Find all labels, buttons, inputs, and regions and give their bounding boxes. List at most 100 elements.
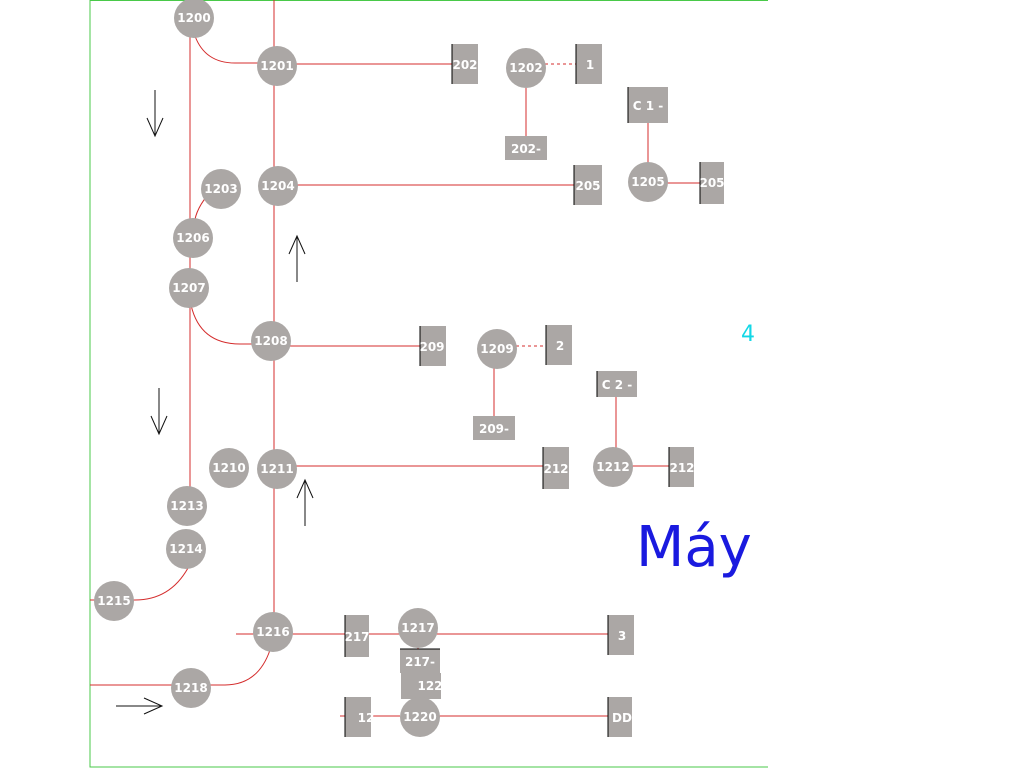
circle-node[interactable]: 1203 [201, 169, 241, 209]
node-label: 1208 [254, 334, 287, 348]
box-label: C 2 - [602, 378, 633, 392]
wire-1214-1215 [112, 567, 189, 601]
circle-node[interactable]: 1210 [209, 448, 249, 488]
node-label: 1212 [596, 460, 629, 474]
node-label: 1211 [260, 462, 293, 476]
circle-node[interactable]: 1209 [477, 329, 517, 369]
box-node[interactable]: 212 [542, 447, 569, 489]
box-node[interactable]: DD [607, 697, 632, 737]
circle-node[interactable]: 1201 [257, 46, 297, 86]
node-label: 1210 [212, 461, 245, 475]
node-circle-shape [257, 449, 297, 489]
node-circle-shape [398, 608, 438, 648]
circle-node[interactable]: 1208 [251, 321, 291, 361]
box-node[interactable]: 3 [607, 615, 634, 655]
box-node[interactable]: 12 [344, 697, 374, 737]
box-label: 3 [618, 629, 626, 643]
box-node[interactable]: 205 [699, 162, 725, 204]
box-label: 209- [479, 422, 509, 436]
node-circle-shape [173, 218, 213, 258]
node-label: 1204 [261, 179, 294, 193]
arrow-down-icon [150, 388, 168, 436]
box-node[interactable]: C 1 - [627, 87, 668, 123]
box-node[interactable]: 212 [668, 447, 695, 487]
box-label: 122 [417, 679, 442, 693]
node-circle-shape [201, 169, 241, 209]
node-label: 1218 [174, 681, 207, 695]
node-circle-shape [209, 448, 249, 488]
node-label: 1220 [403, 710, 436, 724]
box-node[interactable]: 1 [575, 44, 602, 84]
circle-node[interactable]: 1200 [174, 0, 214, 38]
diagram-title: Máy [636, 515, 752, 580]
circle-node[interactable]: 1202 [506, 48, 546, 88]
arrow-right-icon [116, 697, 164, 715]
node-circle-shape [628, 162, 668, 202]
wire-1207-1208 [190, 304, 272, 345]
node-circle-shape [94, 581, 134, 621]
box-node[interactable]: 2 [545, 325, 572, 365]
box-node[interactable]: C 2 - [596, 371, 637, 397]
box-node[interactable]: 209- [473, 416, 515, 440]
node-label: 1207 [172, 281, 205, 295]
node-circle-shape [593, 447, 633, 487]
flow-arrows [116, 90, 314, 715]
wires [90, 0, 700, 717]
node-circle-shape [253, 612, 293, 652]
circle-node[interactable]: 1213 [167, 486, 207, 526]
box-node[interactable]: 202 [451, 44, 478, 84]
box-node[interactable]: 209 [419, 326, 446, 366]
circle-node[interactable]: 1217 [398, 608, 438, 648]
box-label: DD [612, 711, 632, 725]
node-circle-shape [171, 668, 211, 708]
box-label: 202- [511, 142, 541, 156]
node-label: 1215 [97, 594, 130, 608]
box-node[interactable]: 122 [401, 673, 443, 699]
arrow-up-icon [296, 478, 314, 526]
circle-node[interactable]: 1214 [166, 529, 206, 569]
circle-node[interactable]: 1204 [258, 166, 298, 206]
box-node[interactable]: 202- [505, 136, 547, 160]
circle-node[interactable]: 1207 [169, 268, 209, 308]
box-node[interactable]: 217- [400, 648, 440, 673]
arrow-down-icon [146, 90, 164, 138]
circle-node[interactable]: 1218 [171, 668, 211, 708]
box-label: 212 [669, 461, 694, 475]
node-label: 1213 [170, 499, 203, 513]
circle-node[interactable]: 1212 [593, 447, 633, 487]
box-label: 217- [405, 655, 435, 669]
wire-1200-1201 [194, 35, 277, 64]
wire-1216-1218 [210, 649, 271, 686]
circle-node[interactable]: 1216 [253, 612, 293, 652]
node-circle-shape [166, 529, 206, 569]
arrow-up-icon [288, 234, 306, 282]
circle-node[interactable]: 1220 [400, 697, 440, 737]
node-label: 1203 [204, 182, 237, 196]
node-label: 1205 [631, 175, 664, 189]
node-circle-shape [258, 166, 298, 206]
node-label: 1209 [480, 342, 513, 356]
node-label: 1216 [256, 625, 289, 639]
node-label: 1202 [509, 61, 542, 75]
node-circle-shape [251, 321, 291, 361]
corner-number: 4 [741, 322, 755, 347]
node-circle-shape [506, 48, 546, 88]
box-label: 202 [452, 58, 477, 72]
box-label: 1 [586, 58, 594, 72]
node-circle-shape [400, 697, 440, 737]
node-circle-shape [257, 46, 297, 86]
node-circle-shape [477, 329, 517, 369]
circle-node[interactable]: 1211 [257, 449, 297, 489]
node-label: 1217 [401, 621, 434, 635]
box-node[interactable]: 217 [344, 615, 370, 657]
node-circle-shape [167, 486, 207, 526]
node-label: 1206 [176, 231, 209, 245]
box-label: 2 [556, 339, 564, 353]
circle-node[interactable]: 1205 [628, 162, 668, 202]
node-label: 1200 [177, 11, 210, 25]
box-node[interactable]: 205 [573, 165, 602, 205]
circle-node[interactable]: 1215 [94, 581, 134, 621]
circle-node[interactable]: 1206 [173, 218, 213, 258]
